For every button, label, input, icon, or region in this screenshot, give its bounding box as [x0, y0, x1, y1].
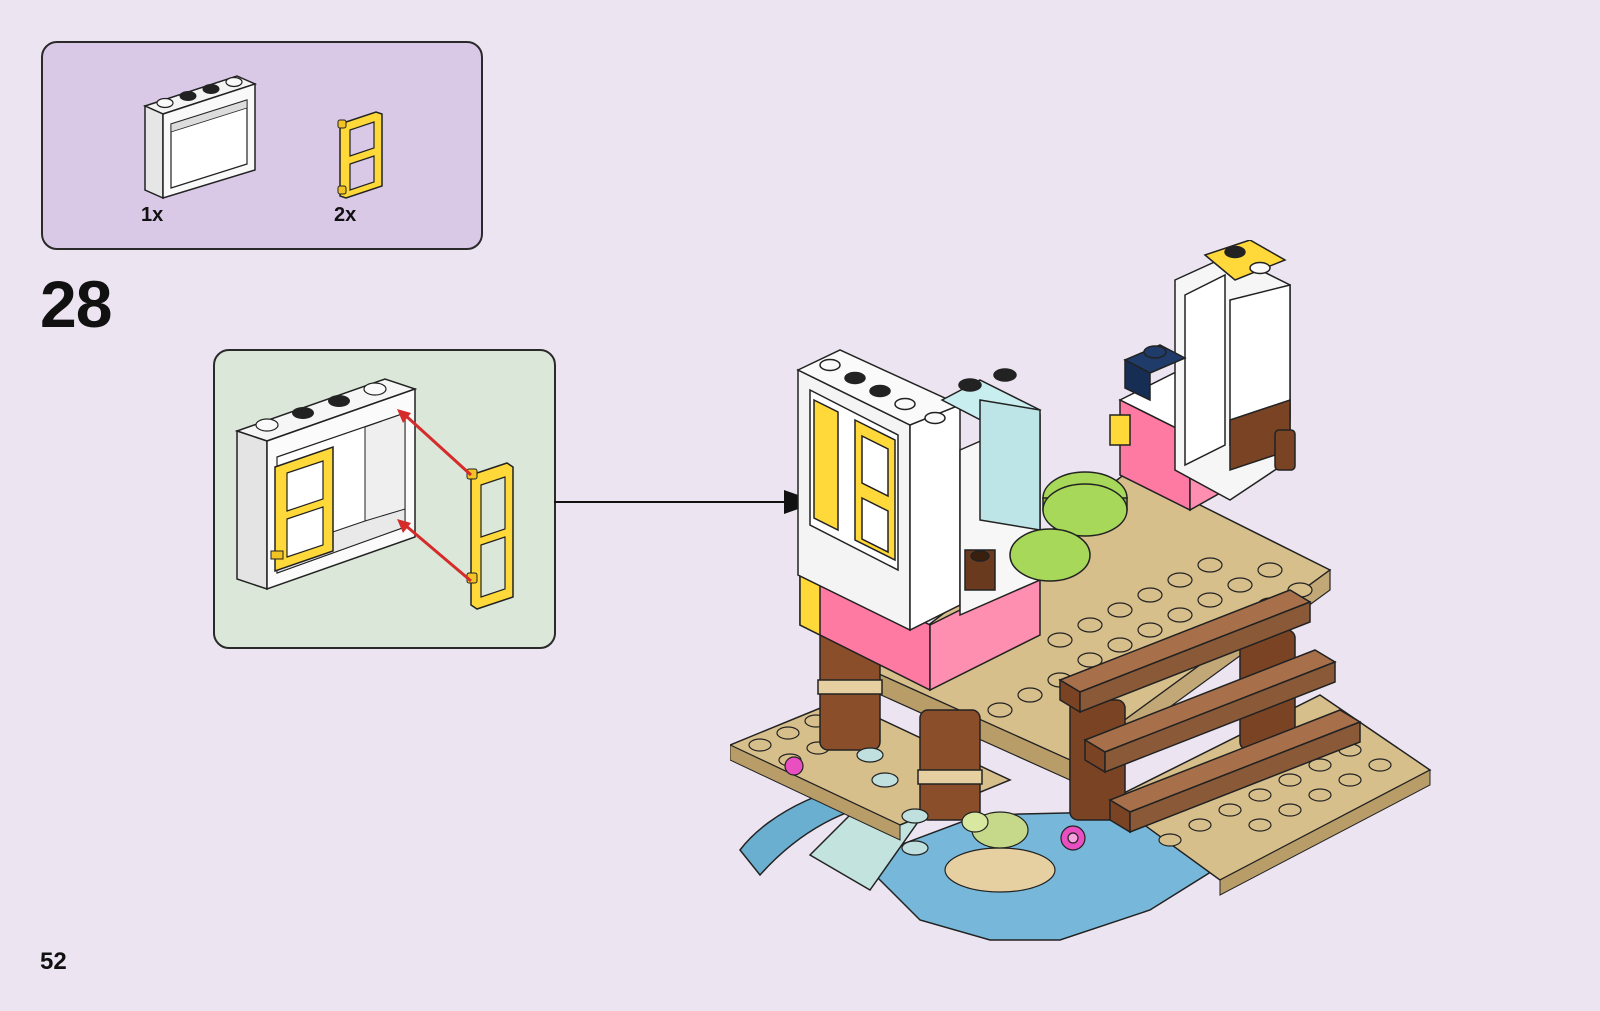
- right-house-tower: [1110, 240, 1295, 510]
- page-number: 52: [40, 948, 67, 976]
- parts-list-box: 1x 2x: [41, 41, 483, 250]
- part-quantity: 1x: [141, 204, 163, 227]
- yellow-window-shutter-part: [336, 110, 386, 200]
- step-number: 28: [40, 266, 111, 342]
- left-house-wall: [798, 350, 1040, 690]
- window-shutter-assembly-illustration: [215, 351, 554, 647]
- model-illustration: [730, 240, 1460, 960]
- white-window-frame-part: [141, 70, 259, 200]
- part-quantity: 2x: [334, 204, 356, 227]
- sub-assembly-callout: [213, 349, 556, 649]
